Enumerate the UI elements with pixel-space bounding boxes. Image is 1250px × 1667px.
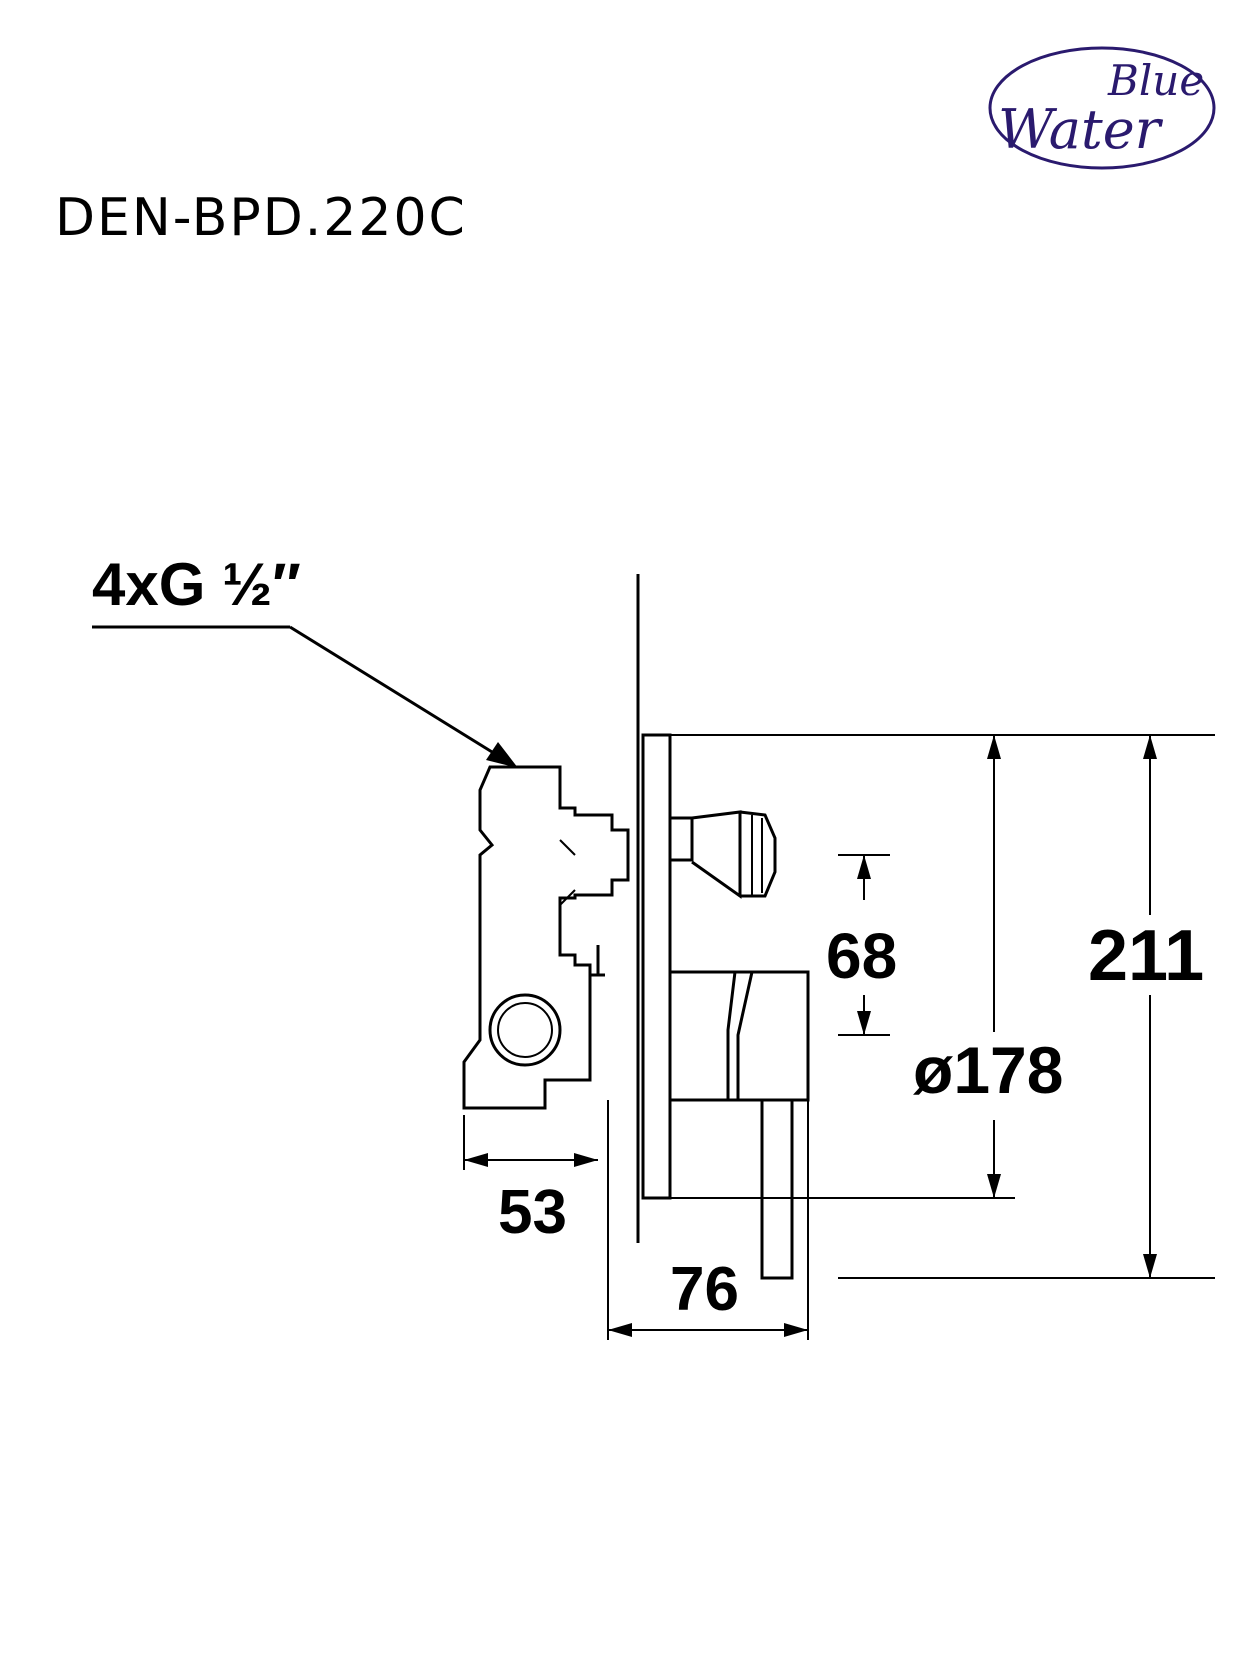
diverter-grip xyxy=(739,810,777,898)
dim-76-label: 76 xyxy=(670,1255,739,1324)
dim-76: 76 xyxy=(607,1100,809,1340)
dim-68-label: 68 xyxy=(826,920,897,992)
dim-178: ø178 xyxy=(670,734,1063,1199)
diverter-cap xyxy=(691,810,742,899)
diverter-stem xyxy=(668,816,694,862)
mixer-handle xyxy=(668,970,810,1280)
dim-178-arrow-top xyxy=(987,735,1001,759)
dim-53-arrow-right xyxy=(574,1153,598,1167)
logo-word-blue: Blue xyxy=(1107,56,1204,105)
outlet-port-inner xyxy=(497,1002,553,1058)
dim-53-label: 53 xyxy=(498,1178,567,1247)
thread-callout: 4xG ½″ xyxy=(92,551,518,768)
dim-211-arrow-bottom xyxy=(1143,1254,1157,1278)
outlet-port xyxy=(488,993,562,1067)
cover-plate xyxy=(641,733,672,1200)
dim-76-arrow-right xyxy=(784,1323,808,1337)
handle-split xyxy=(726,970,754,1102)
dim-68-arrow-top xyxy=(857,855,871,879)
body-detail-line xyxy=(559,889,576,906)
logo-ellipse xyxy=(988,46,1216,170)
dim-68-arrow-bottom xyxy=(857,1011,871,1035)
body-detail-line xyxy=(559,839,576,856)
brand-logo: Blue Water xyxy=(988,46,1216,170)
dim-76-arrow-left xyxy=(608,1323,632,1337)
dim-211-arrow-top xyxy=(1143,735,1157,759)
logo-word-water: Water xyxy=(998,98,1164,161)
handle-lever xyxy=(760,1098,794,1280)
dim-53-arrow-left xyxy=(464,1153,488,1167)
callout-leader xyxy=(289,625,506,762)
dim-211: 211 xyxy=(838,734,1215,1279)
dim-178-arrow-bottom xyxy=(987,1174,1001,1198)
diverter-knob xyxy=(668,810,777,899)
dim-178-label: ø178 xyxy=(913,1033,1063,1107)
callout-arrowhead xyxy=(486,742,518,768)
model-code: DEN-BPD.220C xyxy=(55,188,467,248)
valve-body xyxy=(462,765,630,1110)
dim-68: 68 xyxy=(826,854,897,1036)
thread-label: 4xG ½″ xyxy=(92,551,301,618)
dim-53: 53 xyxy=(463,1115,598,1247)
valve-body-outline xyxy=(462,765,630,1110)
dim-211-label: 211 xyxy=(1088,916,1204,996)
